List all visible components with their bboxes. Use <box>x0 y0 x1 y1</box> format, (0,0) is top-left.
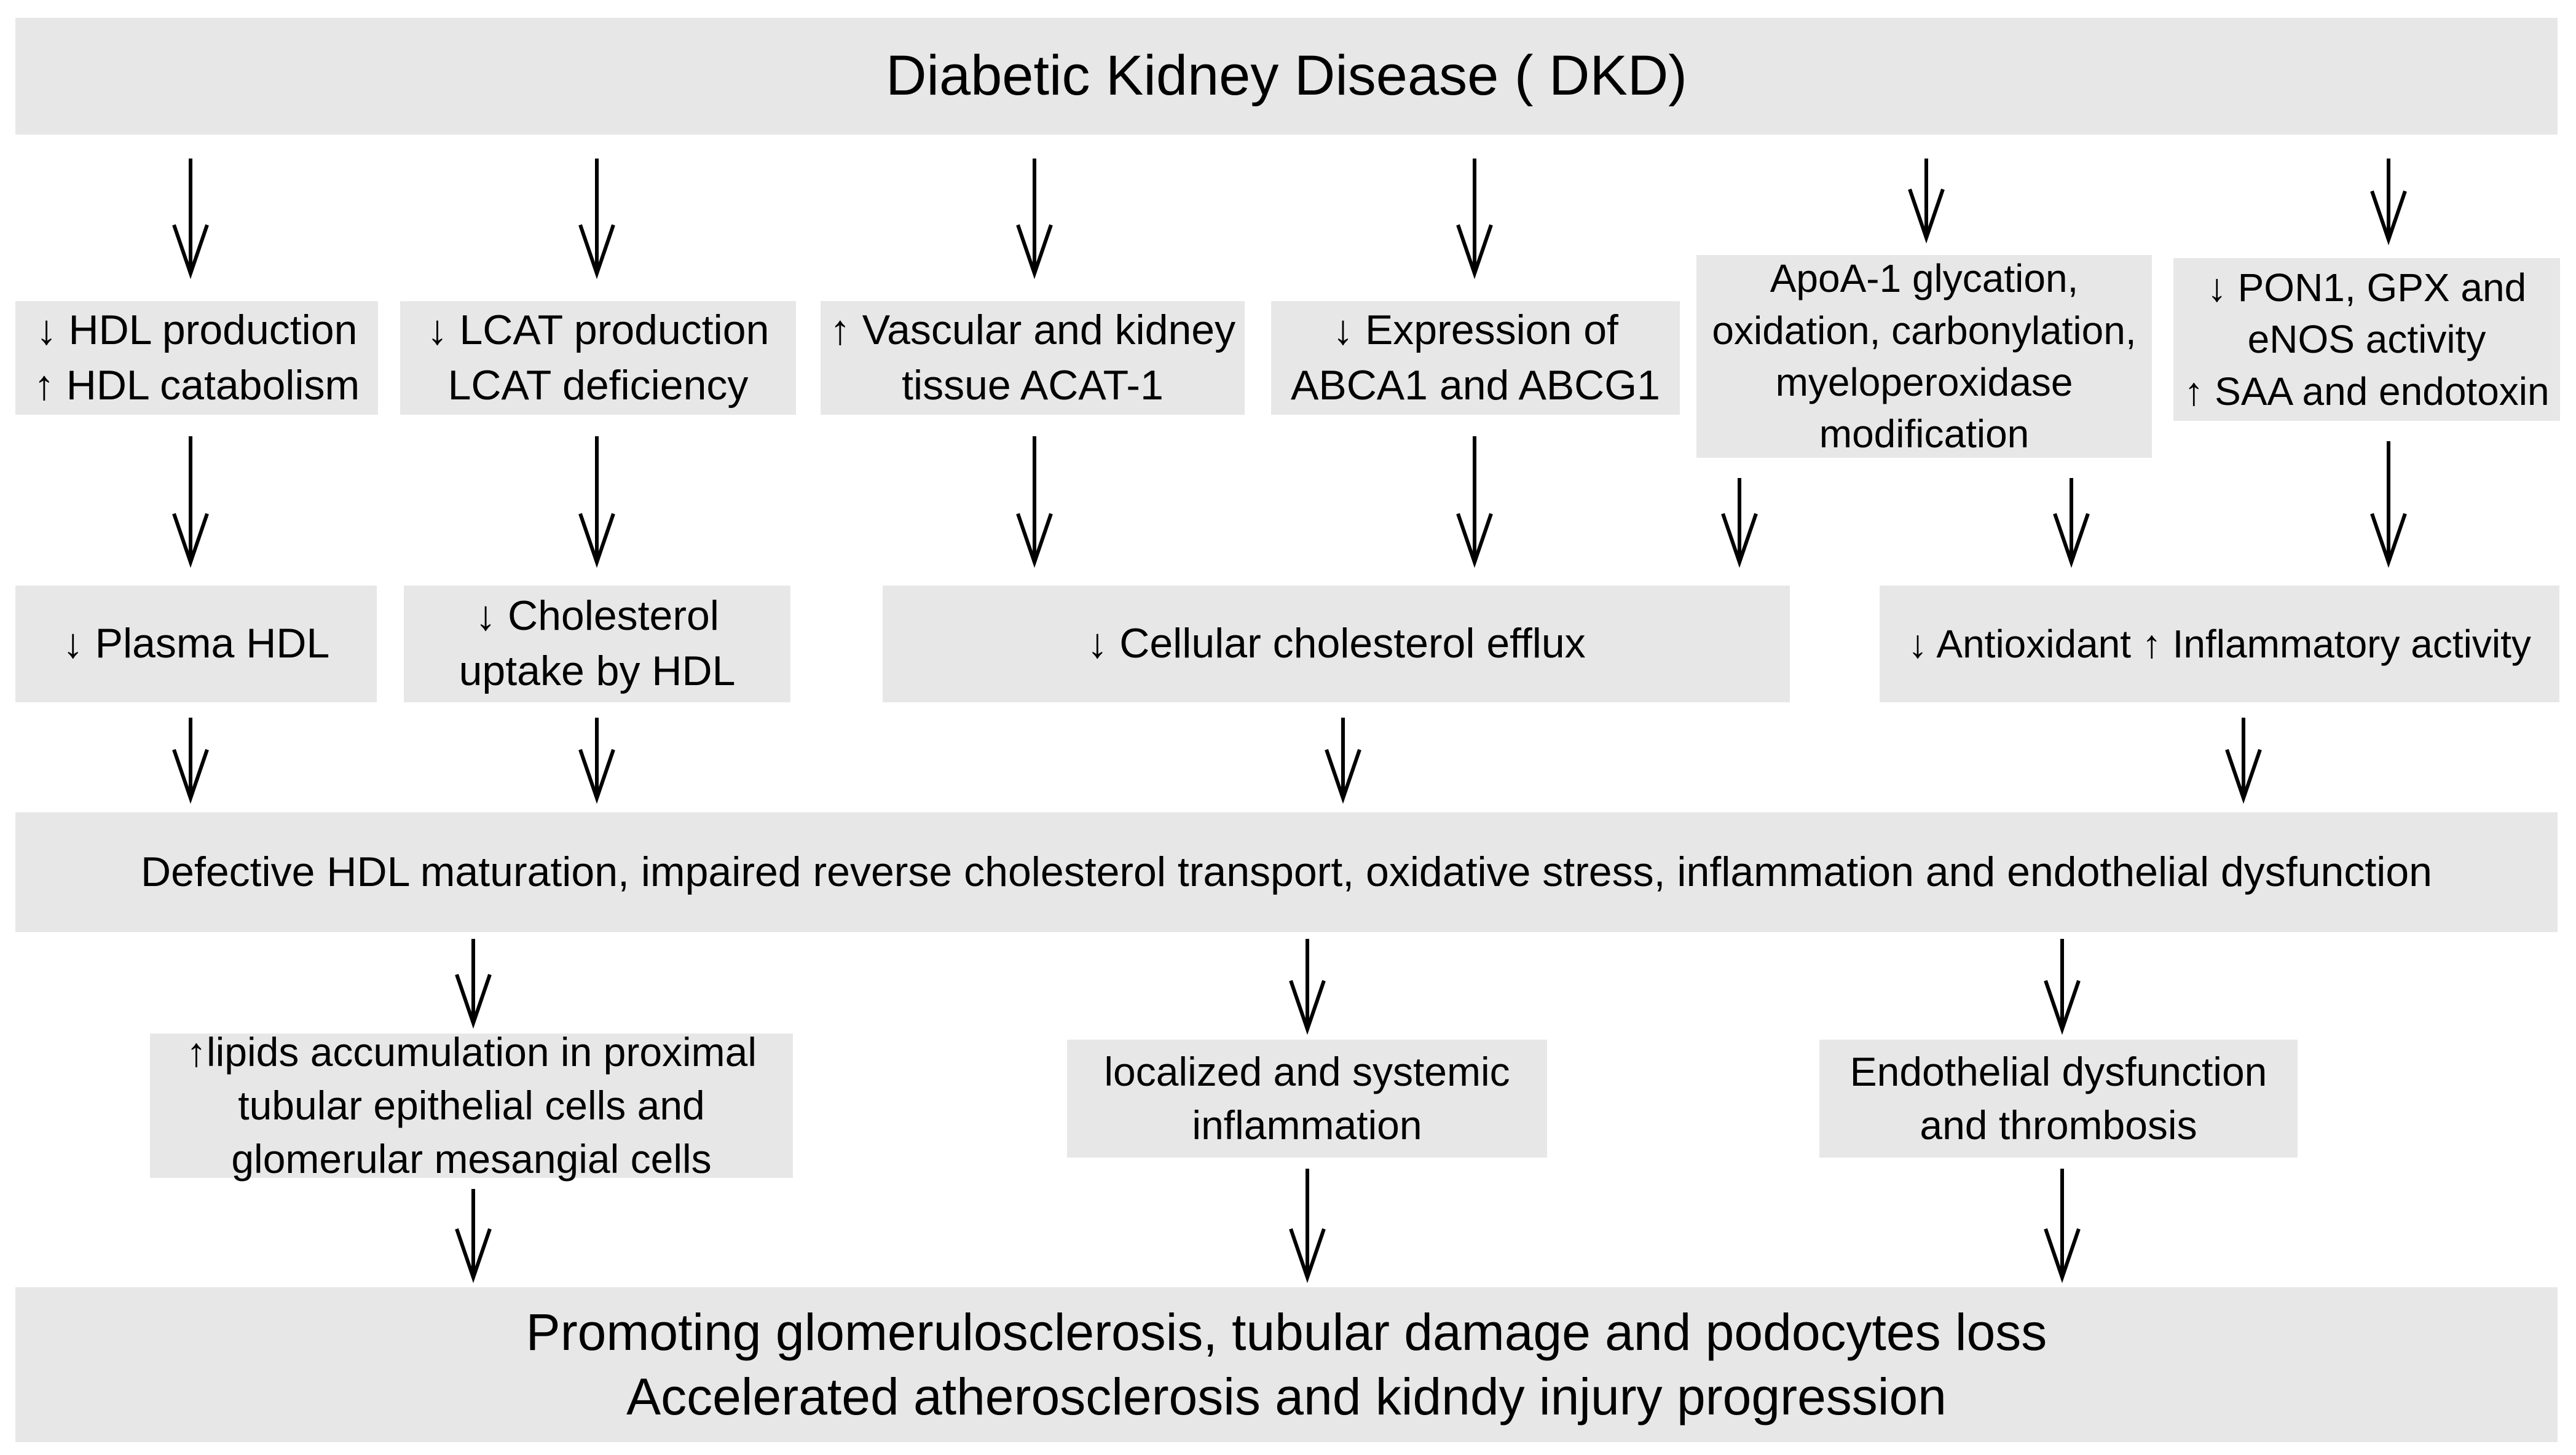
node-lipid-accumulation: ↑lipids accumulation in proximal tubular… <box>150 1029 793 1182</box>
node-plasma-hdl: ↓ Plasma HDL <box>15 586 377 702</box>
node-apoa1-modification: ApoA-1 glycation, oxidation, carbonylati… <box>1696 255 2152 458</box>
node-hdl-production-catabolism: ↓ HDL production ↑ HDL catabolism <box>15 301 378 415</box>
node-abca1-abcg1-expression: ↓ Expression of ABCA1 and ABCG1 <box>1271 301 1680 415</box>
node-vascular-kidney-acat1: ↑ Vascular and kidney tissue ACAT-1 <box>821 301 1245 415</box>
node-cellular-cholesterol-efflux: ↓ Cellular cholesterol efflux <box>883 586 1790 702</box>
node-lcat-production-deficiency: ↓ LCAT production LCAT deficiency <box>400 301 796 415</box>
node-endothelial-dysfunction-thrombosis: Endothelial dysfunction and thrombosis <box>1819 1040 2298 1158</box>
node-localized-systemic-inflammation: localized and systemic inflammation <box>1067 1040 1547 1158</box>
node-dkd-title: Diabetic Kidney Disease ( DKD) <box>15 18 2558 135</box>
node-antioxidant-inflammatory: ↓ Antioxidant ↑ Inflammatory activity <box>1880 586 2559 702</box>
node-outcome-band: Promoting glomerulosclerosis, tubular da… <box>15 1287 2558 1442</box>
node-pon1-gpx-enos-saa: ↓ PON1, GPX and eNOS activity ↑ SAA and … <box>2173 258 2560 421</box>
node-cholesterol-uptake: ↓ Cholesterol uptake by HDL <box>404 586 790 702</box>
node-central-dysfunction-band: Defective HDL maturation, impaired rever… <box>15 812 2558 932</box>
